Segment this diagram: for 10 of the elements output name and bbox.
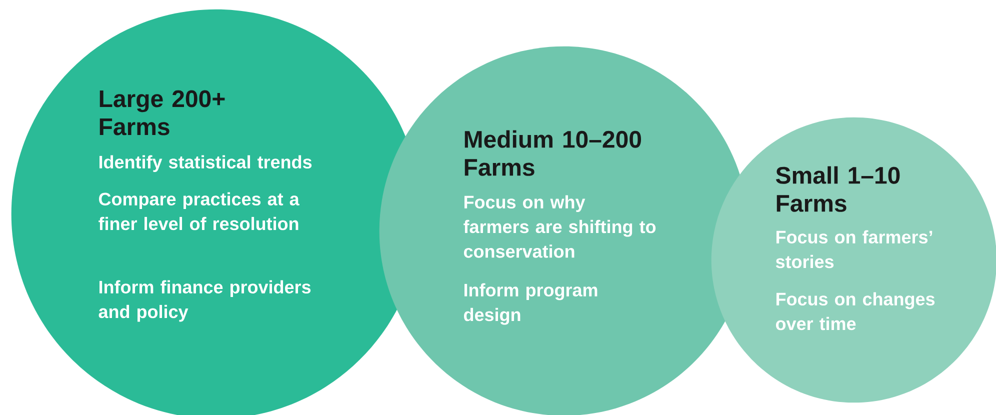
goal-text: Focus on why farmers are shifting to conservation: [464, 195, 656, 258]
goal-text: Focus on changes over time: [776, 292, 935, 330]
goal-text: Identify statistical trends: [99, 155, 312, 172]
goal-text: Focus on farmers’ stories: [776, 230, 932, 268]
goal-text: Inform program design: [464, 283, 598, 325]
category-heading: Large 200+ Farms: [100, 90, 225, 136]
goal-text: Compare practices at a finer level of resolution: [98, 192, 300, 230]
category-heading: Medium 10–200 Farms: [464, 130, 642, 176]
category-heading: Small 1–10 Farms: [776, 166, 900, 212]
goal-text: Inform finance providers and policy: [98, 280, 311, 322]
